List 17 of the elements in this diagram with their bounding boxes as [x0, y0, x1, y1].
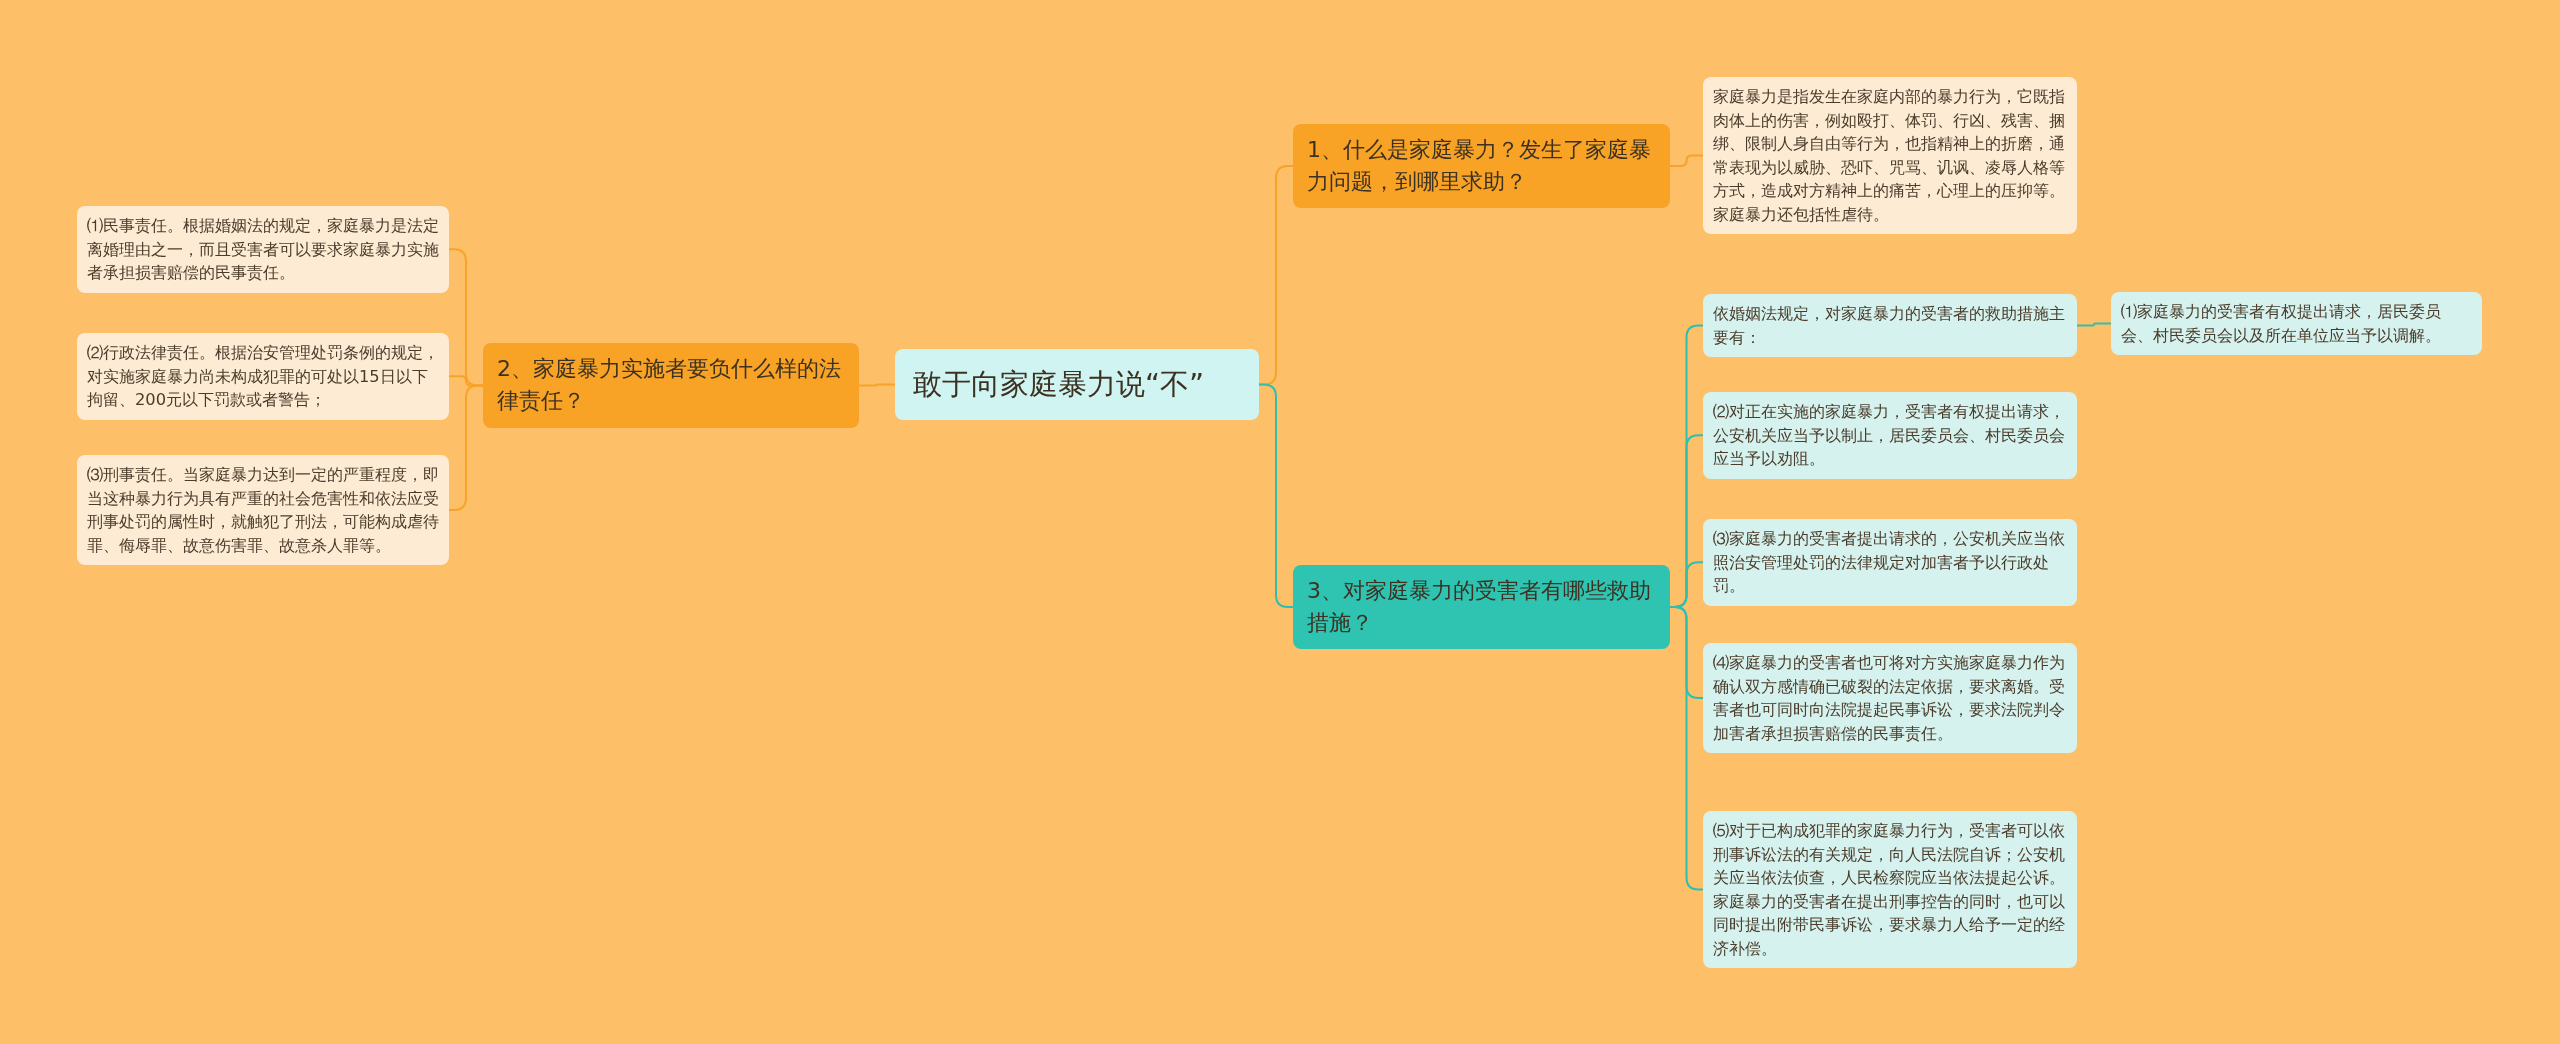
central-topic-box: 敢于向家庭暴力说“不”	[895, 349, 1259, 420]
connector-line	[2076, 322, 2112, 327]
topic-box: 3、对家庭暴力的受害者有哪些救助措施？	[1293, 565, 1670, 649]
note-box: ⑵行政法律责任。根据治安管理处罚条例的规定，对实施家庭暴力尚未构成犯罪的可处以15日以下拘留、200元以下罚款或者警告；	[77, 333, 449, 420]
note-box: ⑶刑事责任。当家庭暴力达到一定的严重程度，即当这种暴力行为具有严重的社会危害性和依法应受刑事处罚的属性时，就触犯了刑法，可能构成虐待罪、侮辱罪、故意伤害罪、故意杀人罪等。	[77, 455, 449, 565]
note-box: 家庭暴力是指发生在家庭内部的暴力行为，它既指肉体上的伤害，例如殴打、体罚、行凶、残害、捆绑、限制人身自由等行为，也指精神上的折磨，通常表现为以威胁、恐吓、咒骂、讥讽、凌辱人格等方式，造成对方精神上的痛苦，心理上的压抑等。家庭暴力还包括性虐待。	[1703, 77, 2077, 234]
topic-box: 2、家庭暴力实施者要负什么样的法律责任？	[483, 343, 859, 428]
connector-line	[1669, 154, 1704, 167]
note-box: ⑴民事责任。根据婚姻法的规定，家庭暴力是法定离婚理由之一，而且受害者可以要求家庭暴力实施者承担损害赔偿的民事责任。	[77, 206, 449, 293]
note-box: ⑶家庭暴力的受害者提出请求的，公安机关应当依照治安管理处罚的法律规定对加害者予以行政处罚。	[1703, 519, 2077, 606]
note-box: 依婚姻法规定，对家庭暴力的受害者的救助措施主要有：	[1703, 294, 2077, 357]
note-box: ⑴家庭暴力的受害者有权提出请求，居民委员会、村民委员会以及所在单位应当予以调解。	[2111, 292, 2482, 355]
topic-box: 1、什么是家庭暴力？发生了家庭暴力问题，到哪里求助？	[1293, 124, 1670, 208]
note-box: ⑵对正在实施的家庭暴力，受害者有权提出请求，公安机关应当予以制止，居民委员会、村民委员会应当予以劝阻。	[1703, 392, 2077, 479]
note-box: ⑸对于已构成犯罪的家庭暴力行为，受害者可以依刑事诉讼法的有关规定，向人民法院自诉；公安机关应当依法侦查，人民检察院应当依法提起公诉。家庭暴力的受害者在提出刑事控告的同时，也可以同时提出附带民事诉讼，要求暴力人给予一定的经济补偿。	[1703, 811, 2077, 968]
note-box: ⑷家庭暴力的受害者也可将对方实施家庭暴力作为确认双方感情确已破裂的法定依据，要求离婚。受害者也可同时向法院提起民事诉讼，要求法院判令加害者承担损害赔偿的民事责任。	[1703, 643, 2077, 753]
connector-line	[858, 383, 896, 387]
